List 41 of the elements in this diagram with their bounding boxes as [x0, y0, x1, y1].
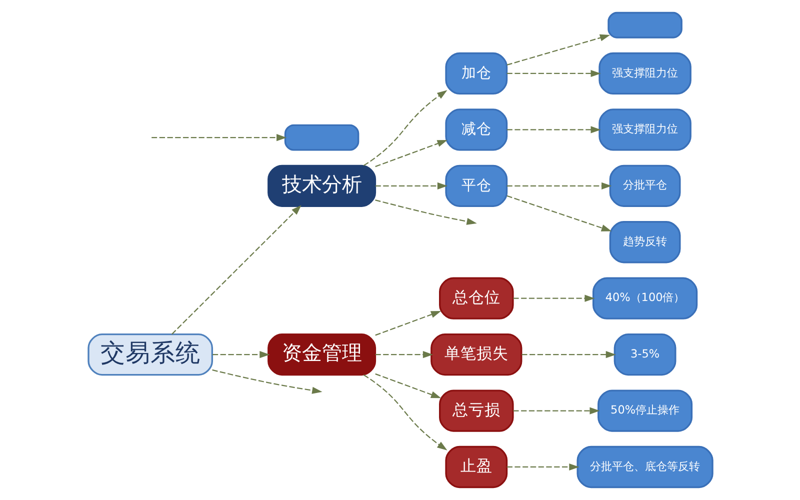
node-box: 总仓位 — [438, 277, 514, 320]
arrow — [506, 463, 579, 471]
node-box: 平仓 — [444, 164, 508, 207]
arrow — [506, 34, 610, 66]
arrow — [521, 351, 616, 358]
arrow — [506, 182, 612, 190]
arrow — [506, 70, 600, 78]
arrow — [374, 310, 441, 336]
node-box: 强支撑阻力位 — [598, 52, 691, 95]
node-box: 趋势反转 — [608, 221, 680, 264]
arrow — [151, 134, 286, 142]
node-box: 分批平仓、底仓等反转 — [576, 446, 713, 488]
arrow — [374, 140, 447, 168]
node-box: 40%（100倍） — [592, 277, 698, 320]
arrow — [506, 126, 600, 134]
node-box: 强支撑阻力位 — [598, 108, 691, 151]
arrow — [362, 90, 447, 166]
node-box: 止盈 — [444, 446, 508, 488]
node-box: 50%停止操作 — [597, 390, 692, 432]
node-box: 加仓 — [444, 52, 508, 95]
arrow — [362, 374, 447, 450]
node-box: 技术分析 — [267, 164, 376, 207]
node-box: 总亏损 — [438, 390, 514, 432]
arrow — [170, 205, 301, 335]
node-box — [607, 12, 682, 38]
arrow — [512, 407, 600, 414]
arrow — [374, 200, 476, 225]
arrow — [212, 369, 322, 394]
node-box: 单笔损失 — [430, 333, 522, 376]
node-box: 分批平仓 — [608, 164, 680, 207]
node-box — [284, 124, 359, 151]
node-box: 交易系统 — [87, 333, 213, 376]
arrow — [374, 182, 448, 190]
node-box: 资金管理 — [267, 333, 376, 376]
node-box: 减仓 — [444, 108, 508, 151]
node-box: 3-5% — [613, 333, 676, 376]
arrow — [374, 373, 441, 398]
arrow — [512, 294, 594, 302]
arrow — [506, 195, 612, 232]
arrow — [374, 351, 433, 358]
arrow — [212, 351, 270, 358]
